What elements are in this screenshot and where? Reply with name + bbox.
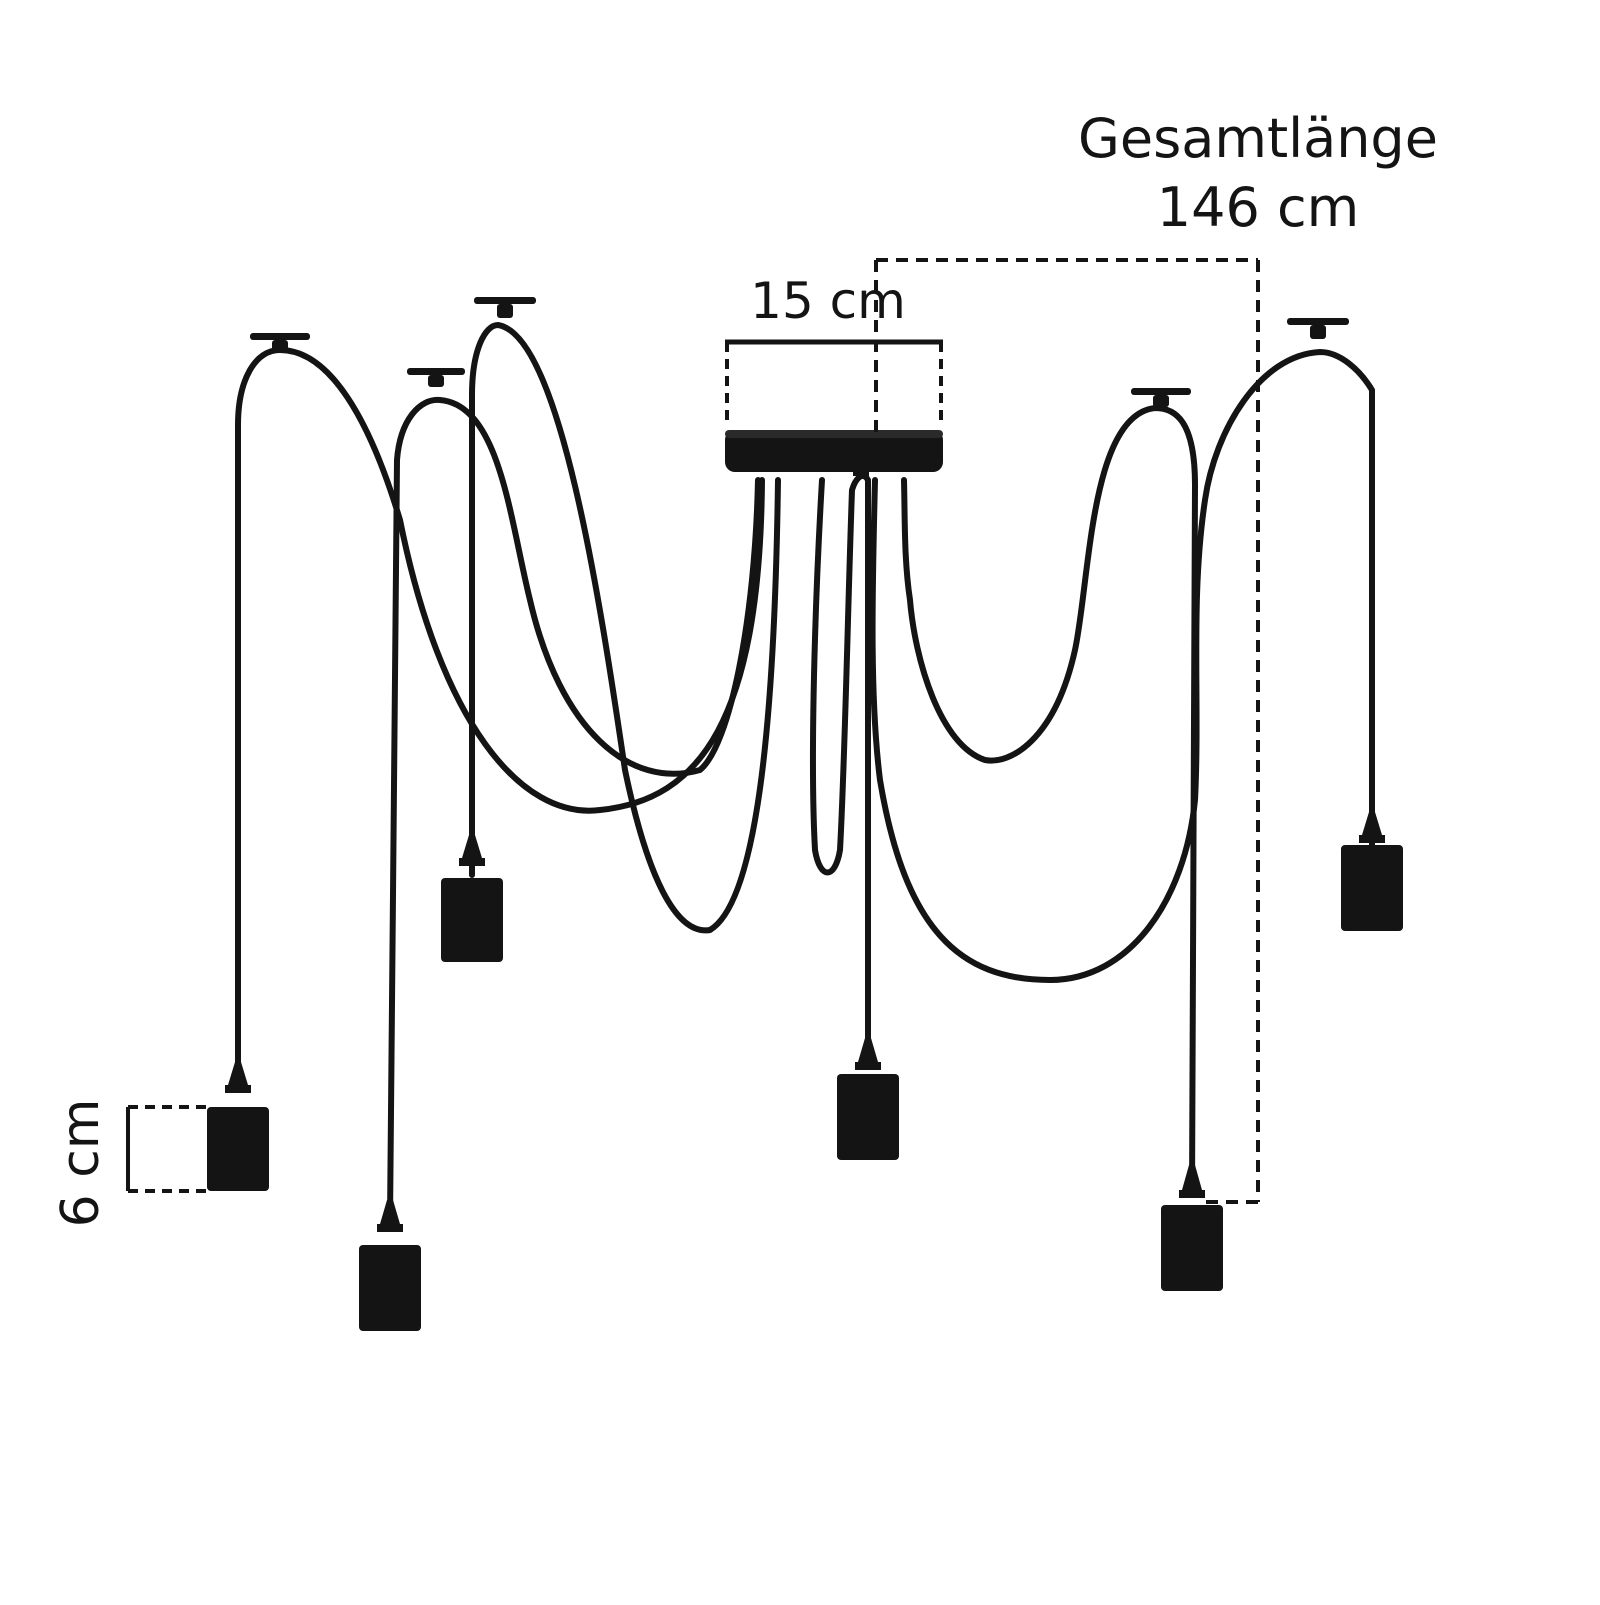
socket-2 [359,1200,421,1331]
hook-3 [474,297,536,318]
hook-5 [1287,318,1349,339]
socket-3 [441,835,503,962]
socket-height-label: 6 cm [51,1099,111,1228]
hook-2 [407,368,465,387]
hook-4 [1131,388,1191,407]
cable-1 [235,347,765,1093]
cable-6 [869,349,1375,983]
total-length-dimension [874,258,1260,1204]
cable-5 [901,405,1198,1198]
canopy-width-label: 15 cm [750,272,906,330]
ceiling-canopy [725,430,943,476]
cable-3 [469,322,781,934]
socket-6 [1341,812,1403,931]
cable-2 [387,396,761,1223]
total-length-title: Gesamtlänge [1078,107,1438,170]
cables [235,322,1375,1223]
lamp-sockets [207,812,1403,1331]
hook-1 [250,333,310,352]
total-length-value: 146 cm [1157,176,1360,239]
cable-4 [809,472,871,1063]
socket-height-dimension [126,1105,207,1193]
ceiling-hooks [250,297,1349,407]
socket-4 [837,1038,899,1160]
canopy-width-dimension [725,339,943,426]
socket-5 [1161,1165,1223,1291]
socket-1 [207,1062,269,1191]
